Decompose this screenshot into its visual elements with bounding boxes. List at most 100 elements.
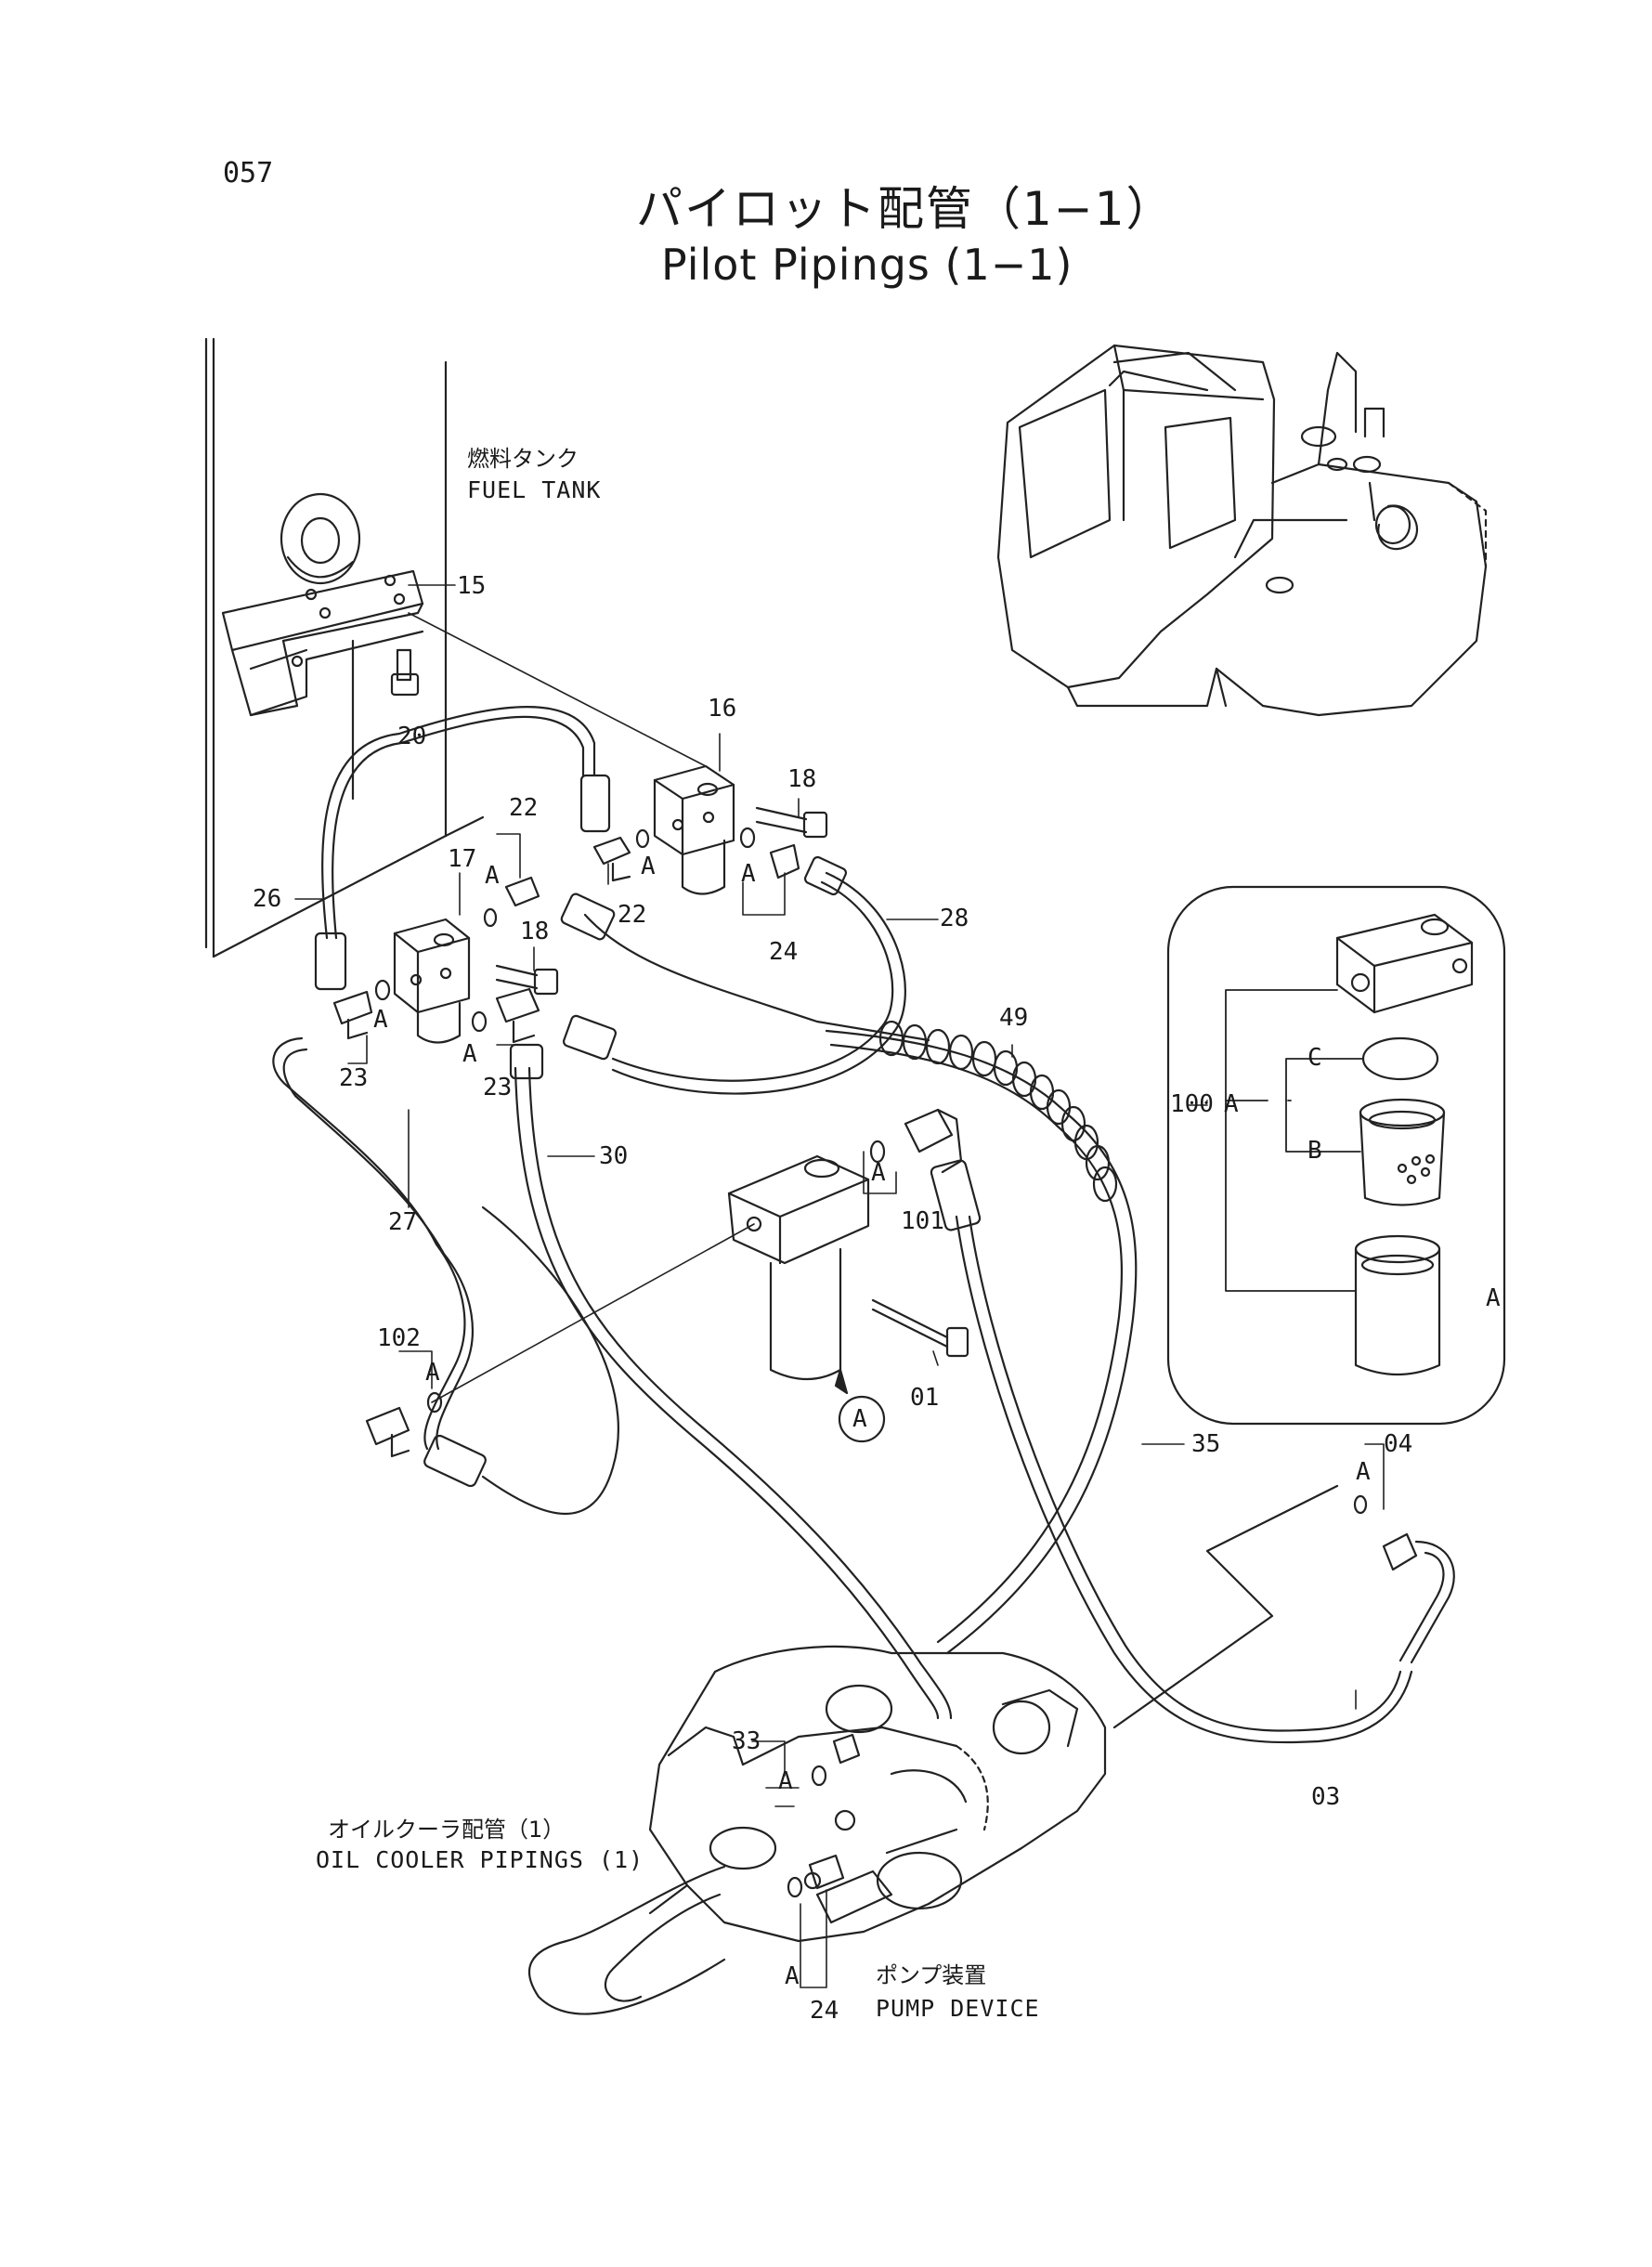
pump-intake-pipe-inner — [604, 1893, 722, 2002]
marker-a-12: A — [1486, 1284, 1501, 1312]
pump-device-label-en: PUMP DEVICE — [876, 1995, 1040, 2022]
part-number-23-right: 23 — [483, 1074, 513, 1101]
part-number-15: 15 — [457, 572, 487, 600]
hose-49-armour — [878, 1020, 1118, 1203]
hose-28 — [611, 880, 894, 1082]
hose-28-fitting — [803, 855, 848, 896]
hose-27-inner — [282, 1048, 474, 1451]
part-number-101: 101 — [901, 1207, 944, 1235]
hose-22-loop-fitting — [560, 892, 616, 941]
pipe-03 — [1112, 1484, 1339, 1729]
part-number-01: 01 — [910, 1384, 940, 1412]
hose-49 — [825, 1029, 1138, 1655]
filter-marker-arrow — [834, 1368, 849, 1395]
filter-marker-circle — [838, 1395, 886, 1443]
hose-35-fitting — [930, 1159, 982, 1231]
marker-a-1: A — [485, 862, 500, 890]
marker-a-8: A — [1356, 1458, 1371, 1486]
marker-a-2: A — [641, 853, 656, 880]
marker-a-3: A — [741, 860, 756, 888]
part-number-04: 04 — [1384, 1430, 1413, 1458]
pump-intake-pipe — [528, 1865, 726, 2015]
hose-26-fitting-bottom — [314, 932, 347, 991]
detail-head — [1335, 913, 1474, 1014]
marker-a-6: A — [871, 1159, 886, 1187]
oil-cooler-label-en: OIL COOLER PIPINGS (1) — [316, 1846, 644, 1873]
part-number-16: 16 — [708, 695, 737, 723]
marker-a-5: A — [462, 1040, 477, 1068]
hose-102-loop — [481, 1205, 619, 1515]
part-number-22-upper: 22 — [509, 794, 539, 822]
pump-device — [648, 1645, 1107, 1943]
bolt-18-upper — [755, 806, 828, 839]
hose-30-fitting — [509, 1043, 544, 1080]
part-number-49: 49 — [999, 1004, 1029, 1032]
fitting-33 — [811, 1733, 861, 1787]
part-number-23-left: 23 — [339, 1064, 369, 1092]
part-number-26: 26 — [253, 885, 282, 913]
fitting-23-right — [471, 987, 540, 1044]
part-number-17: 17 — [448, 845, 477, 873]
fuel-tank-label-en: FUEL TANK — [467, 476, 602, 503]
filter-leader-line — [431, 1223, 755, 1403]
excavator-overview — [996, 344, 1488, 717]
part-number-28: 28 — [940, 905, 969, 932]
marker-a-4: A — [373, 1006, 388, 1034]
title-english: Pilot Pipings (1−1) — [661, 240, 1073, 290]
part-number-100: 100 — [1170, 1090, 1214, 1118]
detail-brackets — [1206, 989, 1364, 1292]
fuel-tank-wall — [204, 337, 485, 958]
page-number: 057 — [223, 157, 274, 189]
bracket-plate — [221, 569, 424, 801]
marker-a-10: A — [785, 1962, 800, 1990]
hose-102-fitting — [423, 1434, 487, 1488]
part-number-102: 102 — [377, 1324, 421, 1352]
detail-element-b — [1359, 1098, 1446, 1206]
fitting-23-left — [332, 979, 391, 1040]
hose-30 — [514, 1066, 940, 1720]
part-number-20: 20 — [397, 723, 427, 750]
part-number-33: 33 — [732, 1727, 761, 1755]
elbow-101 — [869, 1108, 963, 1174]
hose-28-fitting-b — [563, 1014, 617, 1061]
marker-a-11: A — [1224, 1090, 1239, 1118]
hose-30-inner — [527, 1066, 953, 1720]
marker-a-circle: A — [852, 1405, 867, 1433]
hose-28-inner — [611, 871, 906, 1095]
hose-26-fitting-top — [579, 774, 611, 833]
part-number-18-lower: 18 — [520, 918, 550, 945]
detail-bubble — [1166, 885, 1506, 1426]
hose-26 — [321, 706, 596, 940]
marker-a-7: A — [425, 1359, 440, 1387]
part-number-22-lower: 22 — [618, 901, 647, 929]
part-number-24-lower: 24 — [810, 1997, 839, 2025]
title-japanese: パイロット配管（1−1） — [636, 182, 1175, 236]
marker-c-detail: C — [1307, 1044, 1322, 1072]
hose-27 — [272, 1036, 466, 1451]
part-number-35: 35 — [1191, 1430, 1221, 1458]
flange-ring — [280, 492, 361, 585]
pump-device-label-jp: ポンプ装置 — [876, 1962, 987, 1988]
hose-49-inner — [829, 1043, 1124, 1644]
bolt-20 — [390, 648, 420, 697]
part-number-30: 30 — [599, 1142, 629, 1170]
fitting-22-lower — [483, 876, 540, 928]
detail-oring-c — [1361, 1036, 1439, 1081]
filter-01 — [727, 1154, 969, 1381]
marker-a-9: A — [778, 1767, 793, 1795]
marker-b-detail: B — [1307, 1137, 1322, 1165]
elbow-04 — [1353, 1494, 1455, 1664]
oil-cooler-label-jp: オイルクーラ配管（1） — [328, 1817, 566, 1843]
detail-bowl — [1354, 1234, 1441, 1376]
hose-35-inner — [968, 1215, 1402, 1732]
valve-block-16 — [653, 764, 735, 895]
valve-block-17 — [393, 918, 471, 1044]
part-number-24-upper: 24 — [769, 938, 799, 966]
part-number-03: 03 — [1311, 1783, 1341, 1811]
fuel-tank-label-jp: 燃料タンク — [467, 446, 579, 472]
bolt-18-lower — [495, 964, 559, 996]
fitting-24-upper — [739, 827, 800, 879]
part-number-27: 27 — [388, 1208, 418, 1236]
hose-35 — [955, 1215, 1413, 1744]
